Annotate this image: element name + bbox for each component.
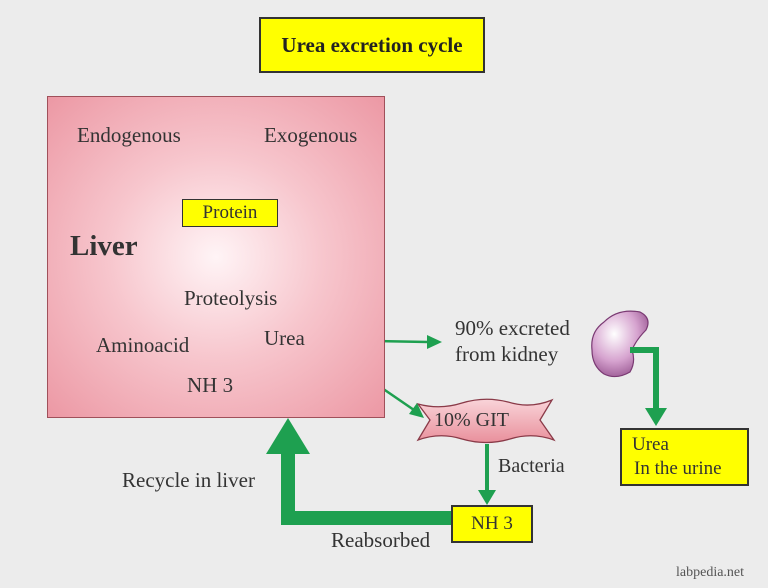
arrowhead-git-nh3: [478, 490, 496, 505]
kidney-line2-label: from kidney: [455, 342, 559, 366]
exogenous-label: Exogenous: [264, 123, 358, 147]
nh3-git-box: NH 3: [451, 505, 533, 543]
arrowhead-urea-git: [409, 403, 424, 418]
watermark: labpedia.net: [676, 565, 745, 580]
arrowhead-urea-kidney: [427, 335, 442, 349]
urine-box: Urea In the urine: [620, 428, 749, 486]
nh3-liver-label: NH 3: [187, 373, 234, 397]
arrow-recycle-liver: [281, 452, 451, 525]
reabsorbed-label: Reabsorbed: [331, 528, 431, 552]
kidney-shape: [591, 310, 649, 378]
aminoacid-label: Aminoacid: [96, 333, 190, 357]
liver-label: Liver: [70, 230, 138, 262]
endogenous-label: Endogenous: [77, 123, 181, 147]
urine-line2-label: In the urine: [634, 458, 722, 479]
urea-label: Urea: [264, 326, 305, 350]
arrowhead-kidney-urine: [645, 408, 667, 426]
urine-line1-label: Urea: [632, 434, 669, 455]
diagram-title: Urea excretion cycle: [281, 32, 463, 57]
liver-compartment: [47, 96, 385, 418]
kidney-line1-label: 90% excreted: [455, 316, 570, 340]
git-shape: [416, 398, 556, 444]
proteolysis-label: Proteolysis: [184, 286, 278, 310]
arrowhead-recycle-liver: [266, 418, 310, 454]
recycle-label: Recycle in liver: [122, 468, 255, 492]
nh3-git-label: NH 3: [471, 513, 513, 534]
protein-label: Protein: [202, 202, 258, 223]
git-label: 10% GIT: [434, 409, 509, 431]
title-box: Urea excretion cycle: [259, 17, 485, 73]
protein-box: Protein: [182, 199, 278, 227]
arrow-kidney-urine: [630, 347, 659, 410]
bacteria-label: Bacteria: [498, 455, 565, 477]
